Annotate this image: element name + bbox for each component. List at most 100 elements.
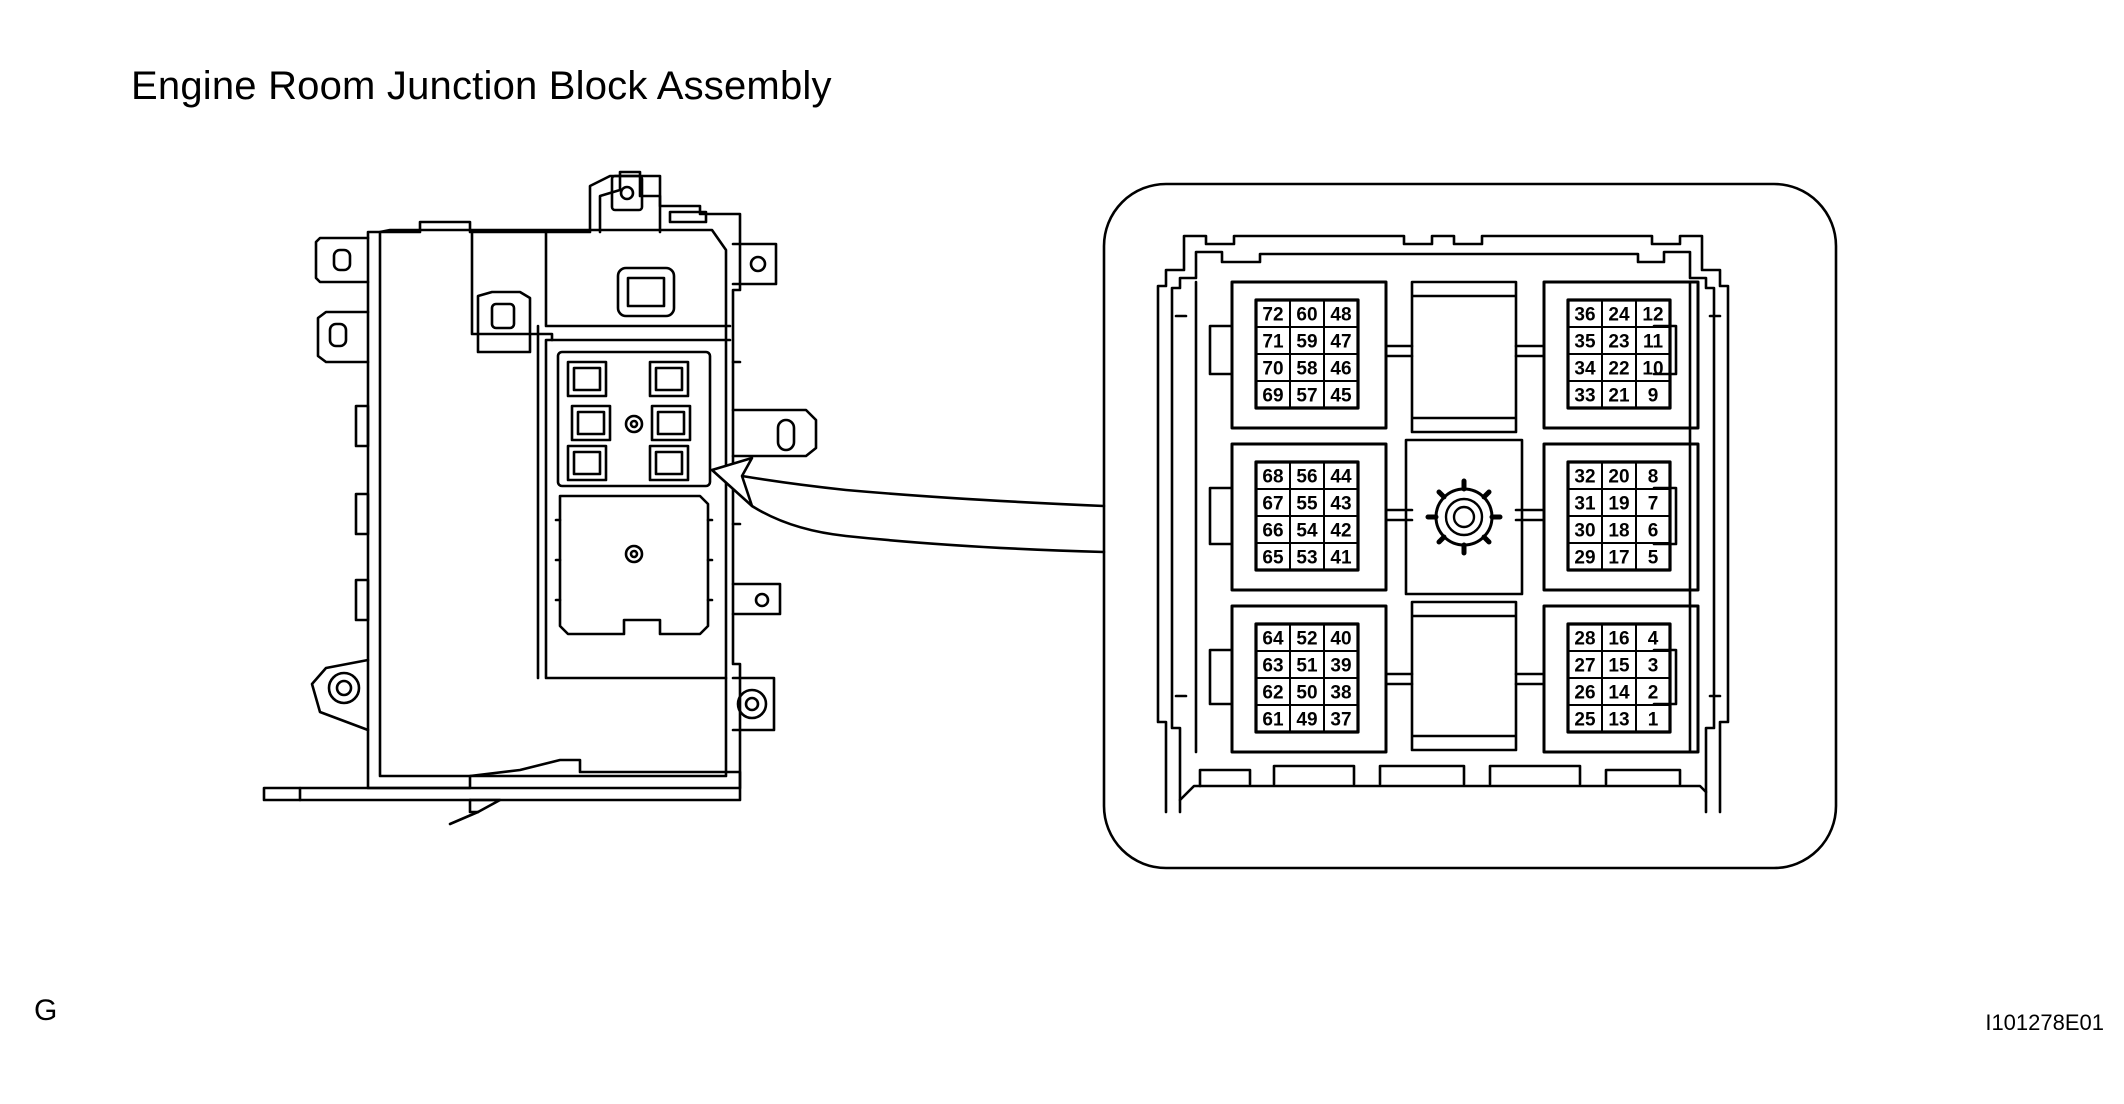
mount-tab-top-left — [314, 236, 370, 284]
fuse-block-area — [544, 338, 732, 680]
pin-number-46: 46 — [1330, 359, 1351, 380]
relay-cluster — [556, 350, 712, 488]
pin-number-45: 45 — [1330, 386, 1352, 407]
pin-number-40: 40 — [1330, 629, 1351, 650]
enlarged-view — [1102, 182, 1838, 870]
pin-number-3: 3 — [1648, 656, 1659, 677]
center-slot-top — [1410, 280, 1518, 434]
pin-number-62: 62 — [1262, 683, 1283, 704]
lock-gear-icon — [1425, 478, 1503, 556]
pin-number-34: 34 — [1574, 359, 1596, 380]
pin-cell — [1323, 704, 1359, 733]
center-slot-bottom — [1410, 600, 1518, 752]
pin-number-39: 39 — [1330, 656, 1351, 677]
pin-block-outline — [1230, 280, 1388, 430]
pin-number-55: 55 — [1296, 494, 1318, 515]
diagram-title: Engine Room Junction Block Assembly — [131, 64, 832, 108]
pin-number-48: 48 — [1330, 305, 1351, 326]
pin-number-56: 56 — [1296, 467, 1317, 488]
pin-number-22: 22 — [1608, 359, 1629, 380]
center-slot-mid — [1404, 438, 1524, 596]
pin-number-49: 49 — [1296, 710, 1317, 731]
pin-number-23: 23 — [1608, 332, 1629, 353]
pin-number-33: 33 — [1574, 386, 1595, 407]
pin-block-outline — [1542, 280, 1700, 430]
small-socket — [476, 290, 532, 354]
pin-number-26: 26 — [1574, 683, 1595, 704]
pin-cell — [1635, 380, 1671, 409]
pin-number-12: 12 — [1642, 305, 1663, 326]
pin-block-outline — [1230, 604, 1388, 754]
pin-cell — [1323, 542, 1359, 571]
pin-number-61: 61 — [1262, 710, 1284, 731]
pin-number-20: 20 — [1608, 467, 1629, 488]
pin-number-71: 71 — [1262, 332, 1284, 353]
pin-cell — [1635, 704, 1671, 733]
mount-tab-mid-left — [316, 310, 370, 364]
pin-number-2: 2 — [1648, 683, 1659, 704]
pin-number-1: 1 — [1648, 710, 1659, 731]
pin-number-72: 72 — [1262, 305, 1283, 326]
pin-number-69: 69 — [1262, 386, 1283, 407]
figure-id: I101278E01 — [1985, 1010, 2104, 1035]
pin-number-35: 35 — [1574, 332, 1596, 353]
pin-number-30: 30 — [1574, 521, 1595, 542]
pin-number-67: 67 — [1262, 494, 1283, 515]
connector-housing-inner — [1170, 250, 1716, 814]
pin-number-29: 29 — [1574, 548, 1595, 569]
pin-block-outline — [1230, 442, 1388, 592]
pin-number-51: 51 — [1296, 656, 1318, 677]
pin-number-18: 18 — [1608, 521, 1629, 542]
pin-cell — [1635, 542, 1671, 571]
pin-number-42: 42 — [1330, 521, 1351, 542]
pin-number-41: 41 — [1330, 548, 1352, 569]
pin-number-17: 17 — [1608, 548, 1629, 569]
pin-number-16: 16 — [1608, 629, 1629, 650]
pin-number-50: 50 — [1296, 683, 1317, 704]
pin-number-31: 31 — [1574, 494, 1596, 515]
pin-number-10: 10 — [1642, 359, 1663, 380]
pin-number-65: 65 — [1262, 548, 1284, 569]
pin-number-28: 28 — [1574, 629, 1595, 650]
lower-connector — [558, 494, 710, 636]
pin-number-37: 37 — [1330, 710, 1351, 731]
pin-number-66: 66 — [1262, 521, 1283, 542]
base-plate — [262, 758, 742, 802]
pin-cell — [1323, 380, 1359, 409]
pin-number-6: 6 — [1648, 521, 1659, 542]
connector-housing-outer — [1156, 234, 1730, 814]
pin-number-19: 19 — [1608, 494, 1629, 515]
housing-outline — [366, 174, 742, 790]
pin-number-57: 57 — [1296, 386, 1317, 407]
pin-number-21: 21 — [1608, 386, 1630, 407]
junction-block-overview — [262, 170, 818, 826]
pin-number-52: 52 — [1296, 629, 1317, 650]
pin-number-15: 15 — [1608, 656, 1630, 677]
pin-block-outline — [1542, 442, 1700, 592]
pin-number-9: 9 — [1648, 386, 1659, 407]
pin-block-top-right: 36 24 12 35 23 11 34 22 10 33 21 9 — [1542, 280, 1700, 430]
mount-slot-right — [731, 408, 818, 458]
pin-number-24: 24 — [1608, 305, 1630, 326]
pin-number-64: 64 — [1262, 629, 1284, 650]
pin-number-14: 14 — [1608, 683, 1630, 704]
pin-block-outline — [1542, 604, 1700, 754]
pin-number-63: 63 — [1262, 656, 1283, 677]
pin-number-44: 44 — [1330, 467, 1352, 488]
pin-number-58: 58 — [1296, 359, 1317, 380]
pin-number-32: 32 — [1574, 467, 1595, 488]
pin-number-7: 7 — [1648, 494, 1659, 515]
pin-number-36: 36 — [1574, 305, 1595, 326]
pin-number-11: 11 — [1643, 332, 1664, 353]
enlarged-view-frame — [1102, 182, 1838, 870]
pin-number-43: 43 — [1330, 494, 1351, 515]
corner-label: G — [34, 994, 58, 1027]
